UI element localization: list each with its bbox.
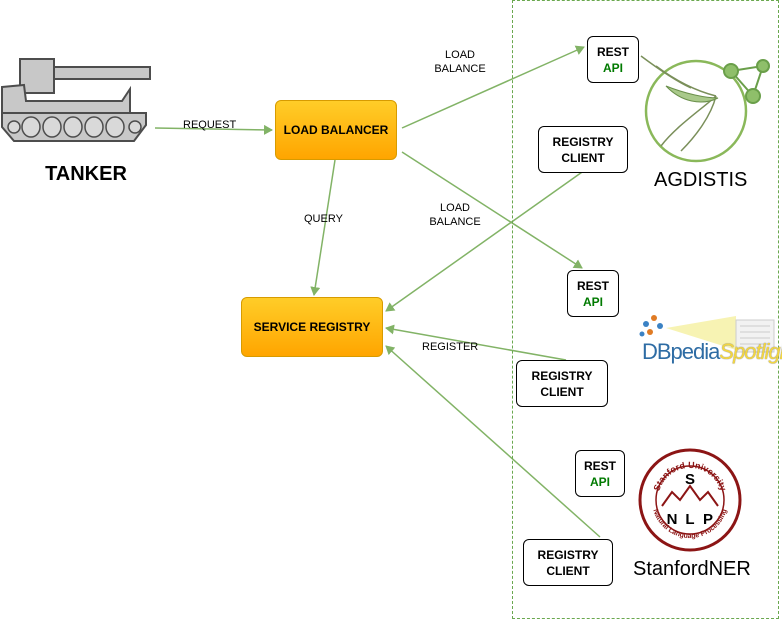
spotlight-word: Spotlight [719, 339, 782, 364]
service-registry-label: SERVICE REGISTRY [253, 320, 371, 334]
load-word: LOAD [445, 49, 475, 61]
stanford-registry-client-box[interactable]: REGISTRY CLIENT [523, 539, 613, 586]
agdistis-rest-api-box[interactable]: REST API [587, 36, 639, 83]
load-word: LOAD [440, 202, 470, 214]
request-label: REQUEST [183, 119, 237, 131]
spotlight-logo-graphic-icon [639, 315, 775, 353]
client-word: CLIENT [540, 384, 584, 399]
edge-register-spotlight [385, 324, 567, 361]
registry-word: REGISTRY [531, 368, 593, 383]
api-label: API [589, 474, 610, 489]
registry-word: REGISTRY [552, 134, 614, 149]
spotlight-logo-text: DBpediaSpotlight [642, 339, 782, 365]
load-balancer-label: LOAD BALANCER [283, 123, 389, 137]
registry-word: REGISTRY [537, 547, 599, 562]
edge-query [310, 159, 336, 296]
agdistis-registry-client-box[interactable]: REGISTRY CLIENT [538, 126, 628, 173]
stanford-nlp-seal-icon: Stanford University Natural Language Pro… [638, 448, 742, 552]
seal-letter-l: L [685, 511, 694, 528]
edge-load-balance-spotlight [401, 151, 583, 269]
tank-icon [0, 58, 151, 142]
service-registry-box[interactable]: SERVICE REGISTRY [241, 297, 383, 357]
spotlight-registry-client-box[interactable]: REGISTRY CLIENT [516, 360, 608, 407]
seal-letter-p: P [703, 511, 713, 528]
dbpedia-word: DBpedia [642, 339, 720, 364]
stanfordner-name: StanfordNER [633, 558, 751, 580]
load-balance-label-mid: LOAD BALANCE [425, 201, 485, 229]
edge-register-agdistis [385, 169, 586, 312]
edge-load-balance-agdistis [401, 45, 585, 129]
rest-label: REST [576, 278, 609, 293]
client-word: CLIENT [546, 563, 590, 578]
balance-word: BALANCE [429, 216, 481, 228]
agdistis-logo-icon [640, 55, 770, 163]
stanford-rest-api-box[interactable]: REST API [575, 450, 625, 497]
edge-register-stanford [385, 345, 601, 538]
register-label: REGISTER [422, 341, 479, 353]
services-group [512, 0, 779, 619]
client-word: CLIENT [561, 150, 605, 165]
load-balance-label-top: LOAD BALANCE [430, 48, 490, 76]
edge-request [154, 124, 273, 135]
agdistis-name: AGDISTIS [654, 169, 748, 191]
seal-letter-s: S [685, 471, 695, 488]
load-balancer-box[interactable]: LOAD BALANCER [275, 100, 397, 160]
api-label: API [582, 294, 603, 309]
api-label: API [602, 60, 623, 75]
balance-word: BALANCE [434, 63, 486, 75]
seal-letter-n: N [667, 511, 678, 528]
query-label: QUERY [304, 213, 343, 225]
spotlight-rest-api-box[interactable]: REST API [567, 270, 619, 317]
rest-label: REST [583, 458, 616, 473]
client-name: TANKER [45, 163, 127, 185]
rest-label: REST [596, 44, 629, 59]
